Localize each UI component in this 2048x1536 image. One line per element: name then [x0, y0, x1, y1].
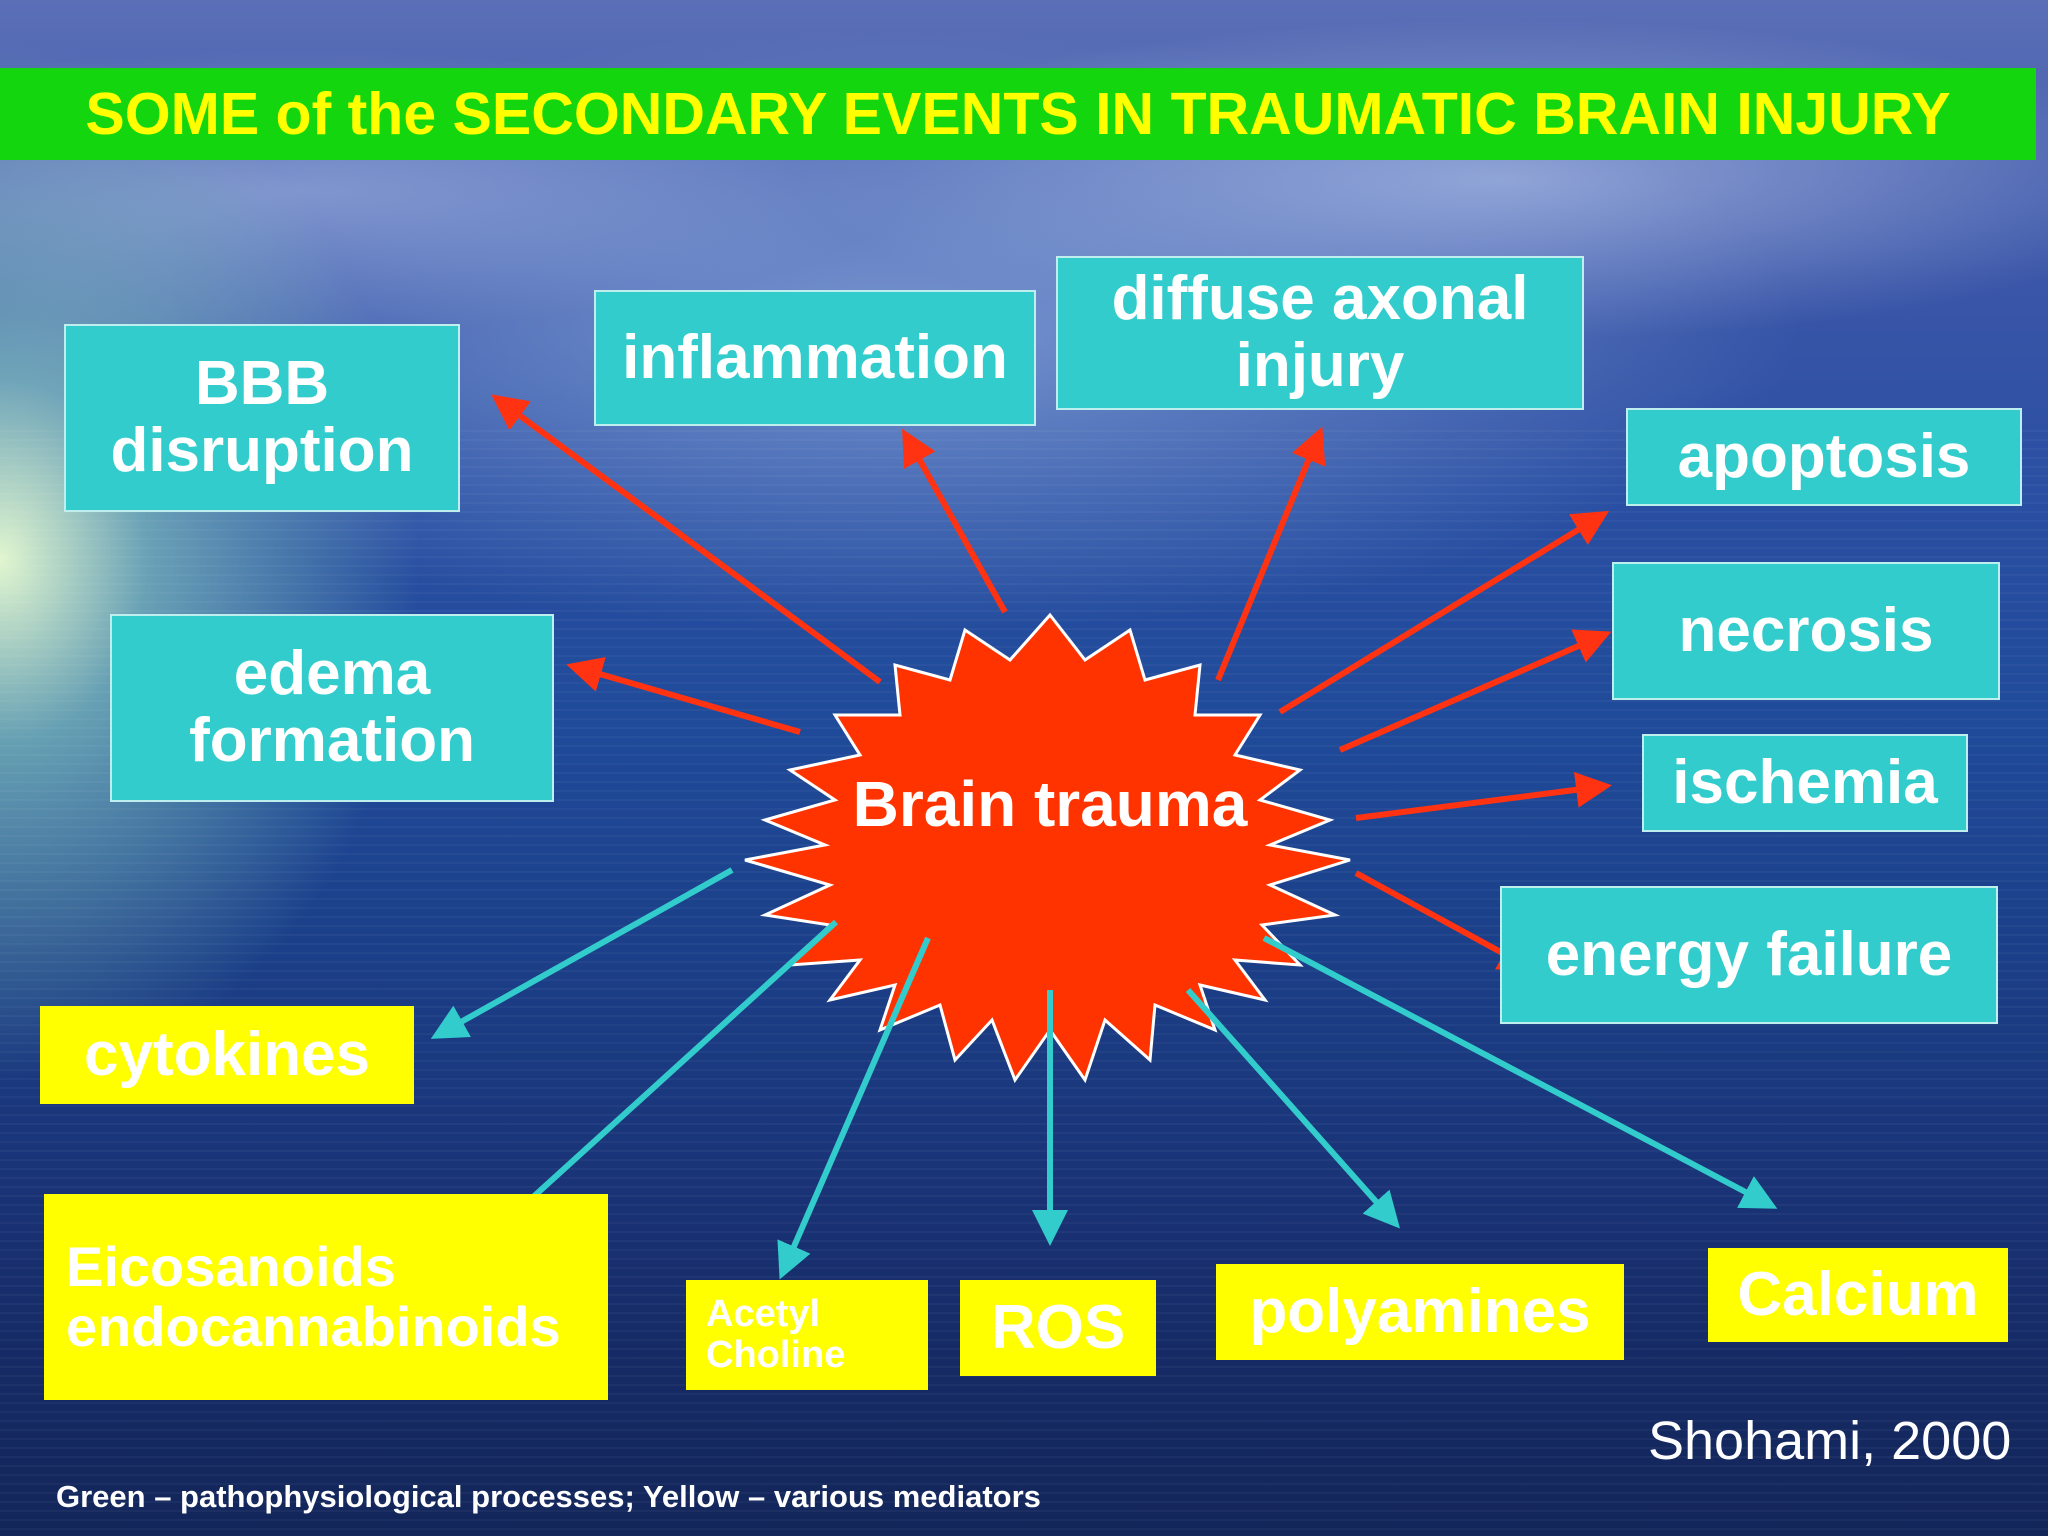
legend-footnote: Green – pathophysiological processes; Ye…: [56, 1479, 1041, 1514]
cytokines-label: cytokines: [83, 1019, 371, 1089]
arrow-to-diffuse-axonal-injury: [1215, 426, 1326, 682]
arrow-to-polyamines: [1185, 988, 1400, 1229]
box-ros: ROS: [960, 1280, 1156, 1376]
box-ischemia: ischemia: [1642, 734, 1968, 832]
arrow-to-bbb-disruption: [491, 394, 882, 685]
box-apoptosis: apoptosis: [1626, 408, 2022, 506]
citation: Shohami, 2000: [1648, 1411, 2012, 1471]
edema-line1: edema: [233, 639, 431, 709]
box-diffuse-axonal-injury: diffuse axonal injury: [1056, 256, 1584, 410]
inflammation-label: inflammation: [622, 322, 1008, 392]
box-edema-formation: edema formation: [110, 614, 554, 802]
box-acetyl-choline: Acetyl Choline: [686, 1280, 928, 1390]
ischemia-label: ischemia: [1672, 747, 1938, 817]
necrosis-label: necrosis: [1678, 595, 1934, 665]
arrow-to-cytokines: [430, 867, 734, 1039]
edema-line2: formation: [189, 706, 475, 775]
box-polyamines: polyamines: [1216, 1264, 1624, 1360]
box-energy-failure: energy failure: [1500, 886, 1998, 1024]
box-inflammation: inflammation: [594, 290, 1036, 426]
title-bar: SOME of the SECONDARY EVENTS IN TRAUMATI…: [0, 68, 2036, 160]
diffuse-line2: injury: [1235, 331, 1405, 400]
diffuse-line1: diffuse axonal: [1111, 264, 1529, 334]
bbb-line2: disruption: [110, 416, 414, 485]
arrow-to-edema-formation: [566, 657, 801, 735]
arrow-to-necrosis: [1338, 629, 1612, 753]
acetyl-line2: Choline: [706, 1334, 846, 1376]
brain-trauma-label: Brain trauma: [852, 768, 1248, 840]
calcium-label: Calcium: [1737, 1259, 1979, 1329]
arrow-to-ischemia: [1355, 771, 1612, 821]
box-bbb-disruption: BBB disruption: [64, 324, 460, 512]
energy-failure-label: energy failure: [1545, 919, 1953, 989]
slide-title: SOME of the SECONDARY EVENTS IN TRAUMATI…: [85, 81, 1951, 147]
arrow-to-acetyl-choline: [777, 936, 931, 1280]
arrow-to-calcium: [1262, 935, 1778, 1209]
box-calcium: Calcium: [1708, 1248, 2008, 1342]
ros-label: ROS: [990, 1292, 1126, 1362]
eicosanoids-line2: endocannabinoids: [66, 1295, 561, 1358]
arrow-to-apoptosis: [1278, 510, 1610, 715]
polyamines-label: polyamines: [1249, 1276, 1591, 1346]
apoptosis-label: apoptosis: [1677, 421, 1971, 491]
eicosanoids-line1: Eicosanoids: [66, 1234, 396, 1298]
arrow-to-inflammation: [902, 428, 1008, 614]
bbb-line1: BBB: [194, 349, 330, 419]
box-cytokines: cytokines: [40, 1006, 414, 1104]
box-eicosanoids: Eicosanoids endocannabinoids: [44, 1194, 608, 1400]
box-necrosis: necrosis: [1612, 562, 2000, 700]
acetyl-line1: Acetyl: [706, 1292, 821, 1335]
